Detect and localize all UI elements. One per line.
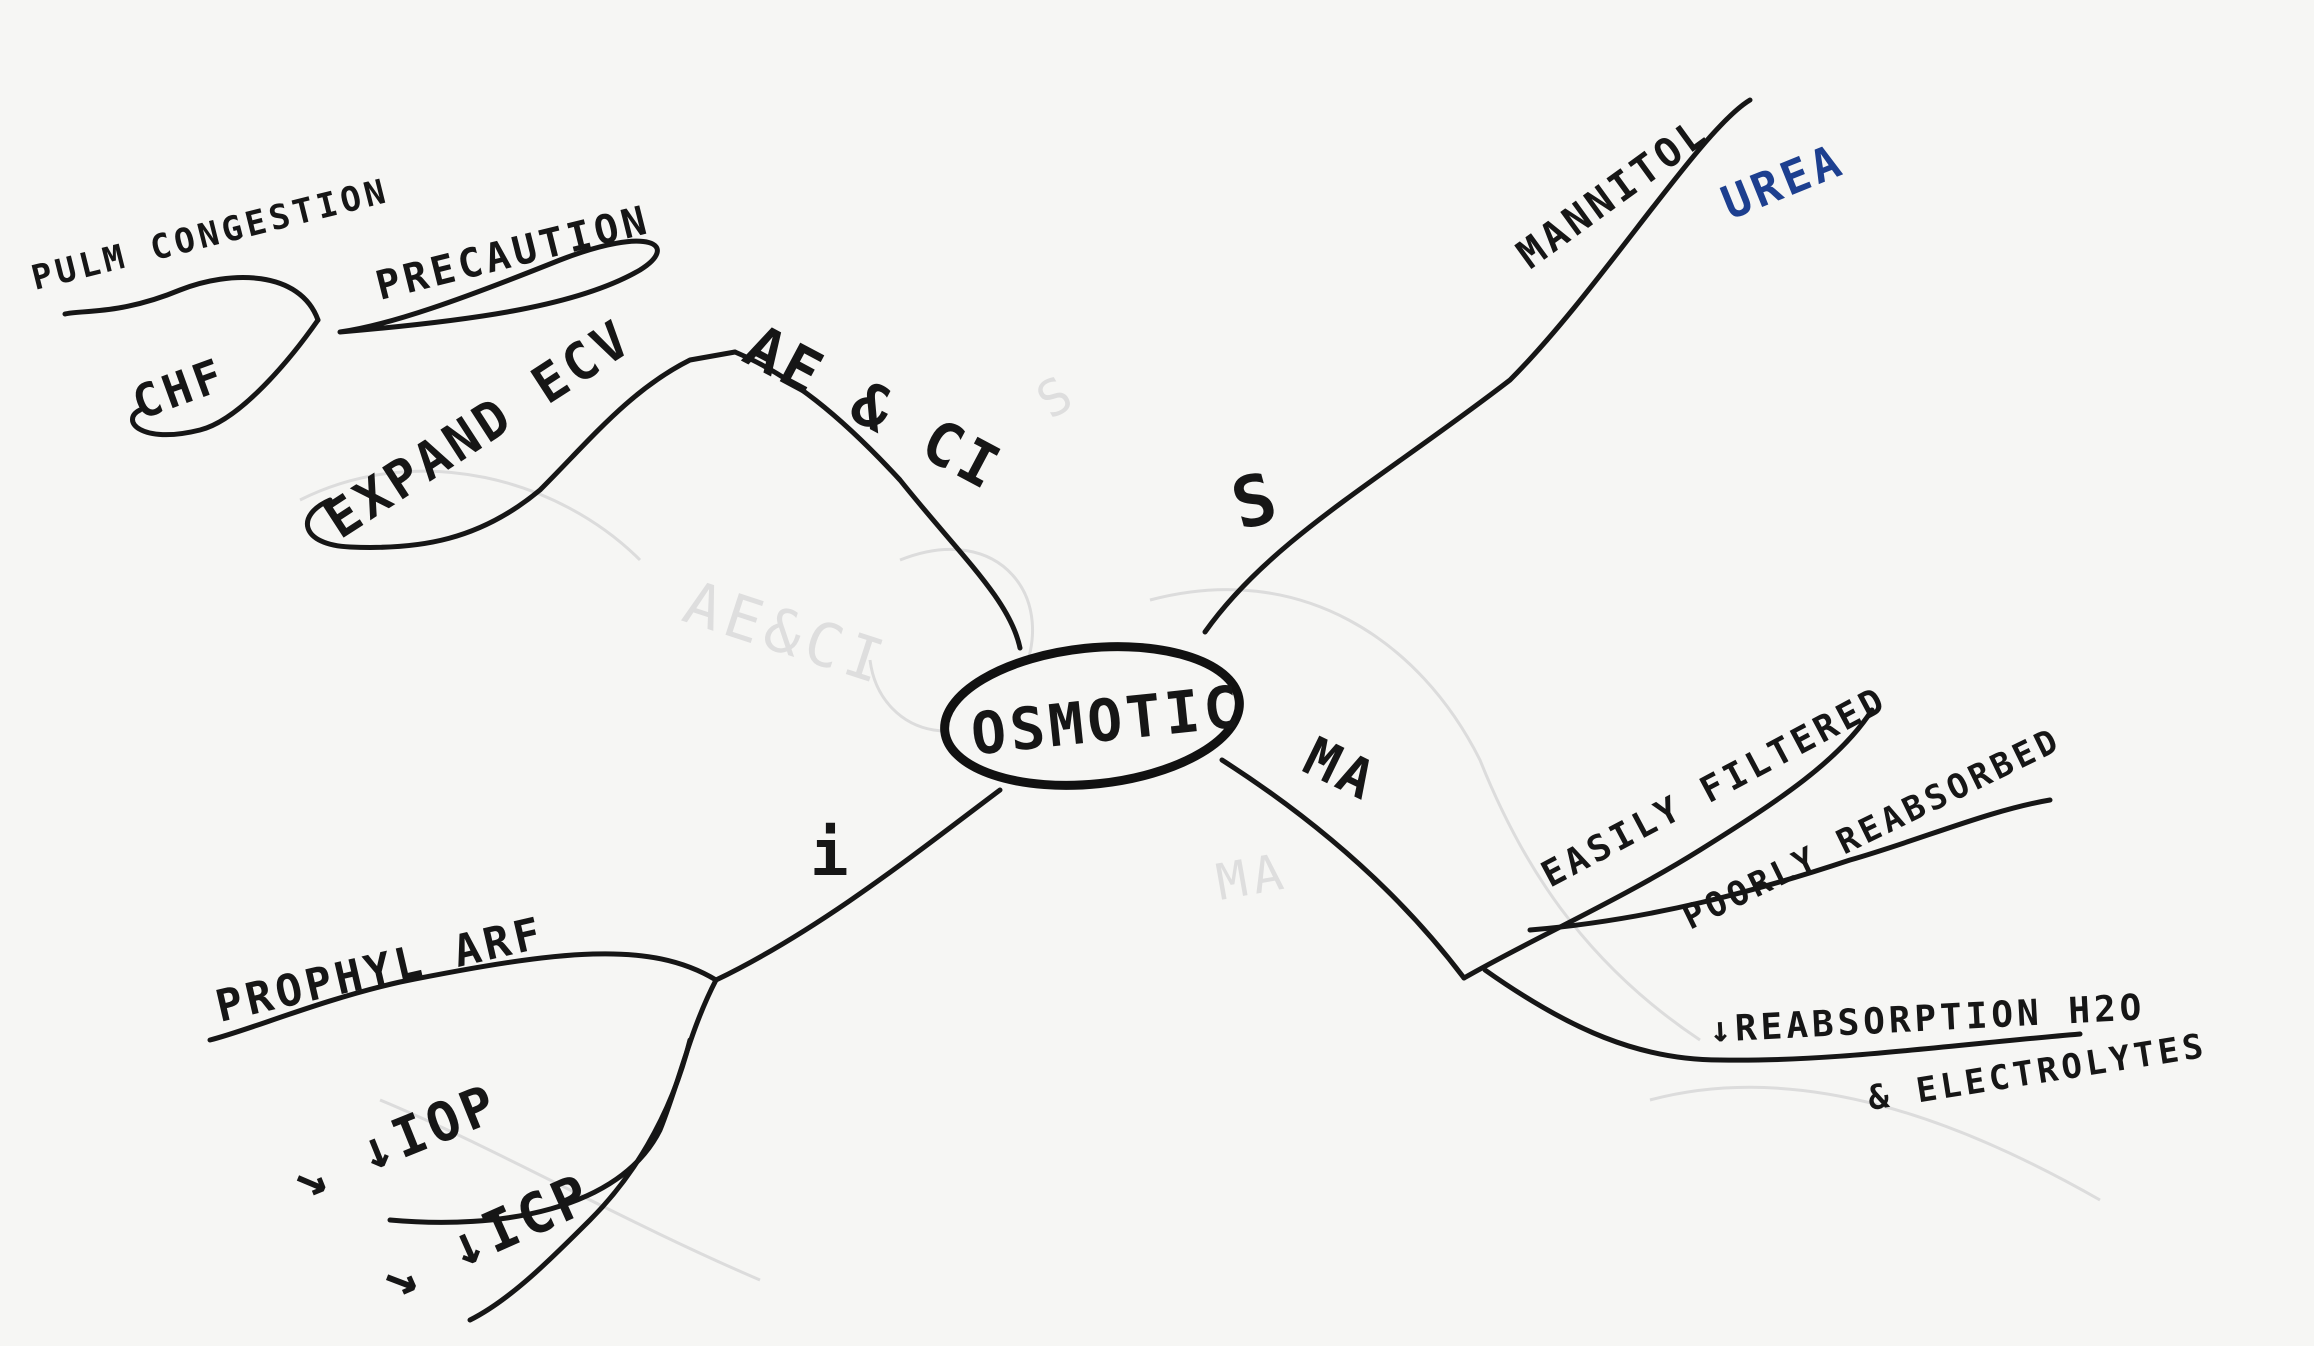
urea-label: UREA <box>1714 133 1852 231</box>
link-expand-ecv <box>305 349 738 550</box>
branch-s-label: S <box>1223 455 1289 546</box>
bleed-through-marks: AE&CI MA S <box>299 362 2101 1282</box>
precaution-label: PRECAUTION <box>371 197 655 310</box>
link-ma <box>1219 757 1467 981</box>
svg-text:S: S <box>1027 362 1087 430</box>
link-reabsorption <box>1482 967 2083 1063</box>
iop-label: ↘ ↓IOP <box>281 1072 508 1212</box>
branch-i-label: i <box>810 817 853 891</box>
link-i <box>713 787 1003 983</box>
link-s <box>1202 97 1753 635</box>
svg-text:AE&CI: AE&CI <box>675 568 897 700</box>
link-icp <box>467 1037 693 1323</box>
reabsorption-h2o-label: ↓REABSORPTION H2O <box>1708 987 2146 1051</box>
link-ae-ci <box>732 349 1023 651</box>
svg-text:MA: MA <box>1212 842 1293 912</box>
chf-label: CHF <box>125 347 233 430</box>
link-chf <box>130 317 321 438</box>
branch-ma-label: MA <box>1294 725 1387 814</box>
link-easily-filtered <box>1461 707 1875 981</box>
branch-ae-ci-label: AE & CI <box>733 311 1014 505</box>
prophyl-arf-label: PROPHYL ARF <box>211 908 549 1033</box>
link-pulm <box>62 275 321 323</box>
icp-label: ↘ ↓ICP <box>369 1161 602 1312</box>
mannitol-label: MANNITOL <box>1509 109 1718 278</box>
expand-ecv-label: EXPAND ECV <box>314 308 643 551</box>
link-poorly-reabsorbed <box>1527 797 2053 933</box>
central-node: OSMOTIC <box>940 642 1246 790</box>
link-prophyl-arf <box>207 951 719 1043</box>
link-precaution <box>337 238 660 335</box>
